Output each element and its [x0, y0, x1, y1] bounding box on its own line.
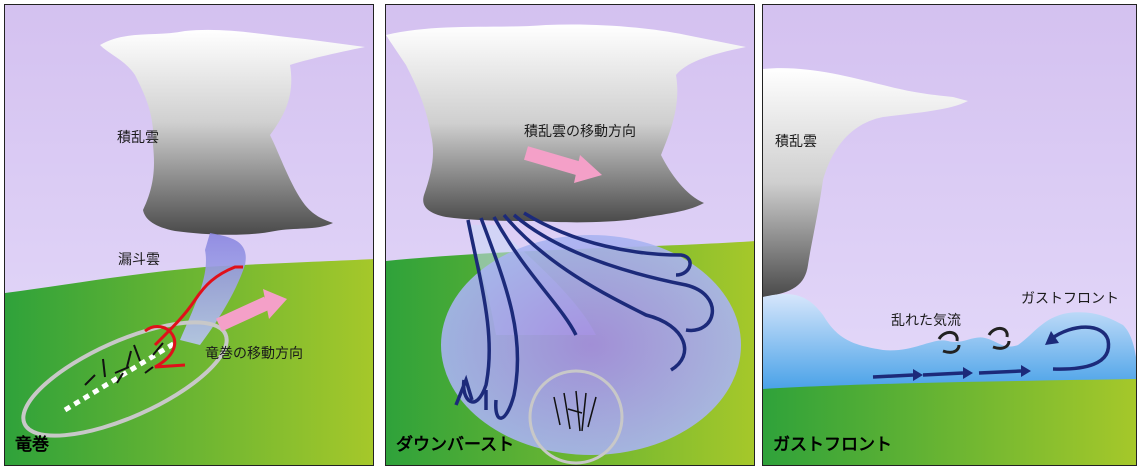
downburst-outflow [441, 235, 741, 455]
tornado-illustration [5, 5, 373, 465]
cold-air-outflow [763, 294, 1136, 389]
downburst-illustration [386, 5, 754, 465]
downdraft-arrows [454, 211, 715, 420]
cumulonimbus-cloud [763, 68, 968, 297]
cumulonimbus-cloud [100, 29, 365, 235]
turbulence-swirls [937, 327, 1011, 354]
surface-wind-arrows [553, 390, 597, 432]
gustfront-label: ガストフロント [1021, 291, 1119, 307]
cumulonimbus-cloud [386, 24, 746, 223]
direction-label: 竜巻の移動方向 [205, 346, 303, 362]
downburst-panel: 積乱雲の移動方向 ダウンバースト [385, 4, 755, 466]
cloud-label: 積乱雲 [117, 130, 159, 146]
tornado-ellipse [21, 320, 229, 438]
gustfront-panel: 積乱雲 乱れた気流 ガストフロント ガストフロント [762, 4, 1137, 466]
panel-title: ガストフロント [773, 435, 892, 455]
panel-title: 竜巻 [15, 435, 49, 455]
impact-circle [528, 369, 624, 465]
funnel-cloud [180, 233, 246, 345]
arrowheads [913, 331, 1059, 381]
turbulence-label: 乱れた気流 [891, 313, 961, 329]
outflow-arrows [872, 325, 1111, 379]
direction-label: 積乱雲の移動方向 [524, 124, 636, 140]
wind-arrows [84, 342, 164, 386]
gustfront-illustration [763, 5, 1136, 465]
panel-title: ダウンバースト [396, 435, 515, 455]
cloud-label: 積乱雲 [775, 134, 817, 150]
movement-arrow [216, 296, 270, 332]
tornado-panel: 積乱雲 漏斗雲 竜巻の移動方向 竜巻 [4, 4, 374, 466]
funnel-cloud-label: 漏斗雲 [118, 252, 160, 268]
rotation-arrow [153, 265, 243, 347]
